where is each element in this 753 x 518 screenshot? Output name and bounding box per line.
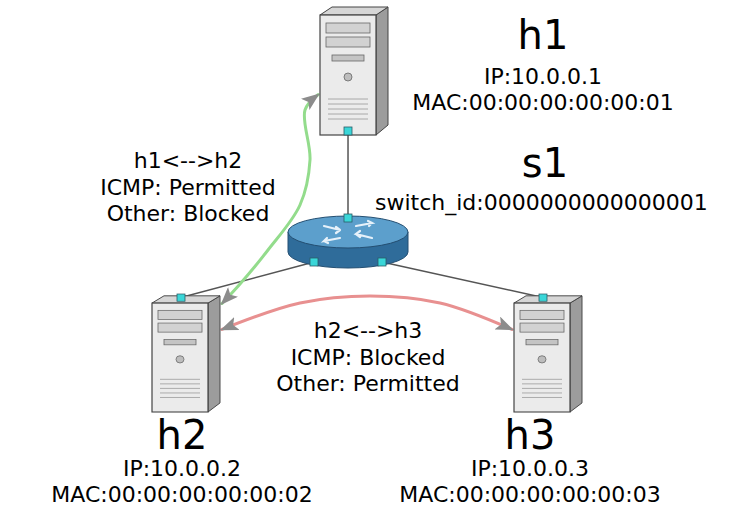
link-line [181,262,314,298]
case-front [320,15,376,135]
host-computer: h3IP:10.0.0.3MAC:00:00:00:00:00:03 [512,294,584,412]
host-name: h2 [157,412,208,458]
vent-slot [160,383,200,384]
switch-arrow [356,231,372,238]
vent-slot [522,397,562,398]
vent-slot [522,392,562,393]
text-holder: h3 [505,412,556,458]
host-name: h3 [505,412,556,458]
ip-address: IP:10.0.0.2 [123,456,241,481]
text-holder: IP:10.0.0.3 [471,456,589,481]
switch-arrow [324,226,340,233]
host-name: h1 [518,12,569,58]
power-button [344,73,352,81]
text-holder: s1 [522,140,568,186]
vent-slot [522,388,562,389]
ip-address: IP:10.0.0.1 [484,64,602,89]
text-holder: h2<-->h3 [314,318,423,343]
floppy-slot [332,55,364,61]
floppy-slot [526,339,558,344]
power-button [538,356,546,363]
case-side [570,296,582,412]
ip-address: IP:10.0.0.3 [471,456,589,481]
case-top [514,296,582,303]
switch-icon [284,214,412,270]
text-holder: ICMP: Blocked [291,345,446,370]
vent-slot [160,392,200,393]
link-line [382,262,543,298]
text-holder: h1 [518,12,569,58]
drive-bay [520,323,564,332]
case-front [514,303,570,412]
port-square [344,127,352,135]
computer-icon [150,294,222,412]
mac-address: MAC:00:00:00:00:00:02 [51,482,312,507]
text-holder: IP:10.0.0.2 [123,456,241,481]
text-holder: MAC:00:00:00:00:00:03 [399,482,660,507]
text-holder: h1<-->h2 [134,148,243,173]
vent-slot [160,379,200,380]
link-line [347,135,349,217]
case-front [152,303,208,412]
vent-slot [328,99,368,100]
port-square [177,294,185,301]
case-top [320,7,388,15]
drive-bay [326,37,370,47]
switch-id: switch_id:0000000000000001 [375,190,708,215]
text-holder: Other: Permitted [276,371,459,396]
port-square [378,258,386,266]
text-holder: ICMP: Permitted [100,175,275,200]
port-square [539,294,547,301]
drive-bay [520,310,564,319]
power-button [176,356,184,363]
switch-arrow [324,238,340,243]
floppy-slot [164,339,196,344]
computer-icon [512,294,584,412]
text-holder: MAC:00:00:00:00:00:01 [412,90,673,115]
computer-icon [318,5,390,135]
rule-title: h2<-->h3 [314,318,423,343]
rule-line: ICMP: Blocked [291,345,446,370]
text-holder: h2 [157,412,208,458]
vent-slot [328,104,368,105]
vent-slot [160,397,200,398]
switch-name: s1 [522,140,568,186]
rule-title: h1<-->h2 [134,148,243,173]
drive-bay [158,323,202,332]
text-holder: switch_id:0000000000000001 [375,190,708,215]
host-computer: h2IP:10.0.0.2MAC:00:00:00:00:00:02 [150,294,222,412]
port-square [310,258,318,266]
text-holder: MAC:00:00:00:00:00:02 [51,482,312,507]
vent-slot [522,379,562,380]
case-side [208,296,220,412]
vent-slot [160,388,200,389]
case-side [376,7,388,135]
vent-slot [328,109,368,110]
switch-arrow [356,221,372,226]
network-switch: s1switch_id:0000000000000001 [284,214,412,270]
port-square [344,214,352,222]
rule-line: Other: Permitted [276,371,459,396]
vent-slot [328,114,368,115]
rule-line: Other: Blocked [107,201,270,226]
drive-bay [158,310,202,319]
mac-address: MAC:00:00:00:00:00:01 [412,90,673,115]
text-holder: IP:10.0.0.1 [484,64,602,89]
mac-address: MAC:00:00:00:00:00:03 [399,482,660,507]
host-computer: h1IP:10.0.0.1MAC:00:00:00:00:00:01 [318,5,390,135]
drive-bay [326,23,370,33]
vent-slot [522,383,562,384]
vent-slot [328,119,368,120]
rule-line: ICMP: Permitted [100,175,275,200]
text-holder: Other: Blocked [107,201,270,226]
case-top [152,296,220,303]
